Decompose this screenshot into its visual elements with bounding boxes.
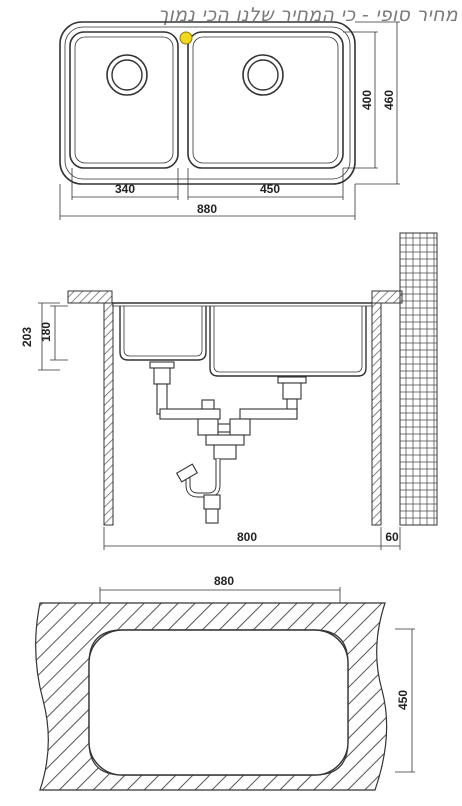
dim-large-bowl-width: 450 — [260, 182, 280, 196]
small-bowl-section — [119, 306, 207, 361]
dim-overall-depth: 460 — [382, 90, 396, 110]
large-bowl — [187, 31, 344, 169]
top-view: 340 450 880 400 460 — [59, 21, 400, 220]
tap-hole-marker — [179, 31, 193, 45]
wall-tiles — [399, 232, 438, 526]
small-bowl — [69, 31, 179, 169]
cabinet-wall-right — [371, 302, 382, 526]
countertop-left — [67, 290, 113, 304]
dim-small-bowl-width: 340 — [115, 182, 135, 196]
large-drain-outer — [242, 54, 284, 96]
dim-wall-gap: 60 — [385, 530, 399, 544]
side-view: 203 180 800 60 — [20, 232, 438, 550]
sink-rim-inner — [64, 26, 351, 180]
dim-overall-width: 880 — [197, 202, 217, 216]
cabinet-wall-left — [103, 302, 114, 526]
watermark-text: מחיר סופי - כי המחיר שלנו הכי נמוך — [158, 4, 458, 26]
large-drain-inner — [247, 59, 279, 91]
drain-plumbing — [149, 361, 307, 524]
small-drain-outer — [106, 54, 148, 96]
dim-cabinet-width: 800 — [237, 530, 257, 544]
cutout-opening — [88, 629, 349, 776]
large-bowl-inner — [192, 36, 339, 164]
countertop-right — [371, 290, 403, 304]
sink-outline — [59, 21, 356, 185]
cutout-view: 880 450 — [35, 574, 415, 791]
dim-total-height: 203 — [20, 327, 34, 347]
dim-cutout-width: 880 — [214, 574, 234, 588]
dim-inner-depth: 400 — [360, 90, 374, 110]
large-bowl-section — [209, 306, 367, 377]
dim-cutout-depth: 450 — [396, 690, 410, 710]
small-bowl-inner — [74, 36, 174, 164]
dim-bowl-depth: 180 — [39, 322, 53, 342]
small-drain-inner — [111, 59, 143, 91]
